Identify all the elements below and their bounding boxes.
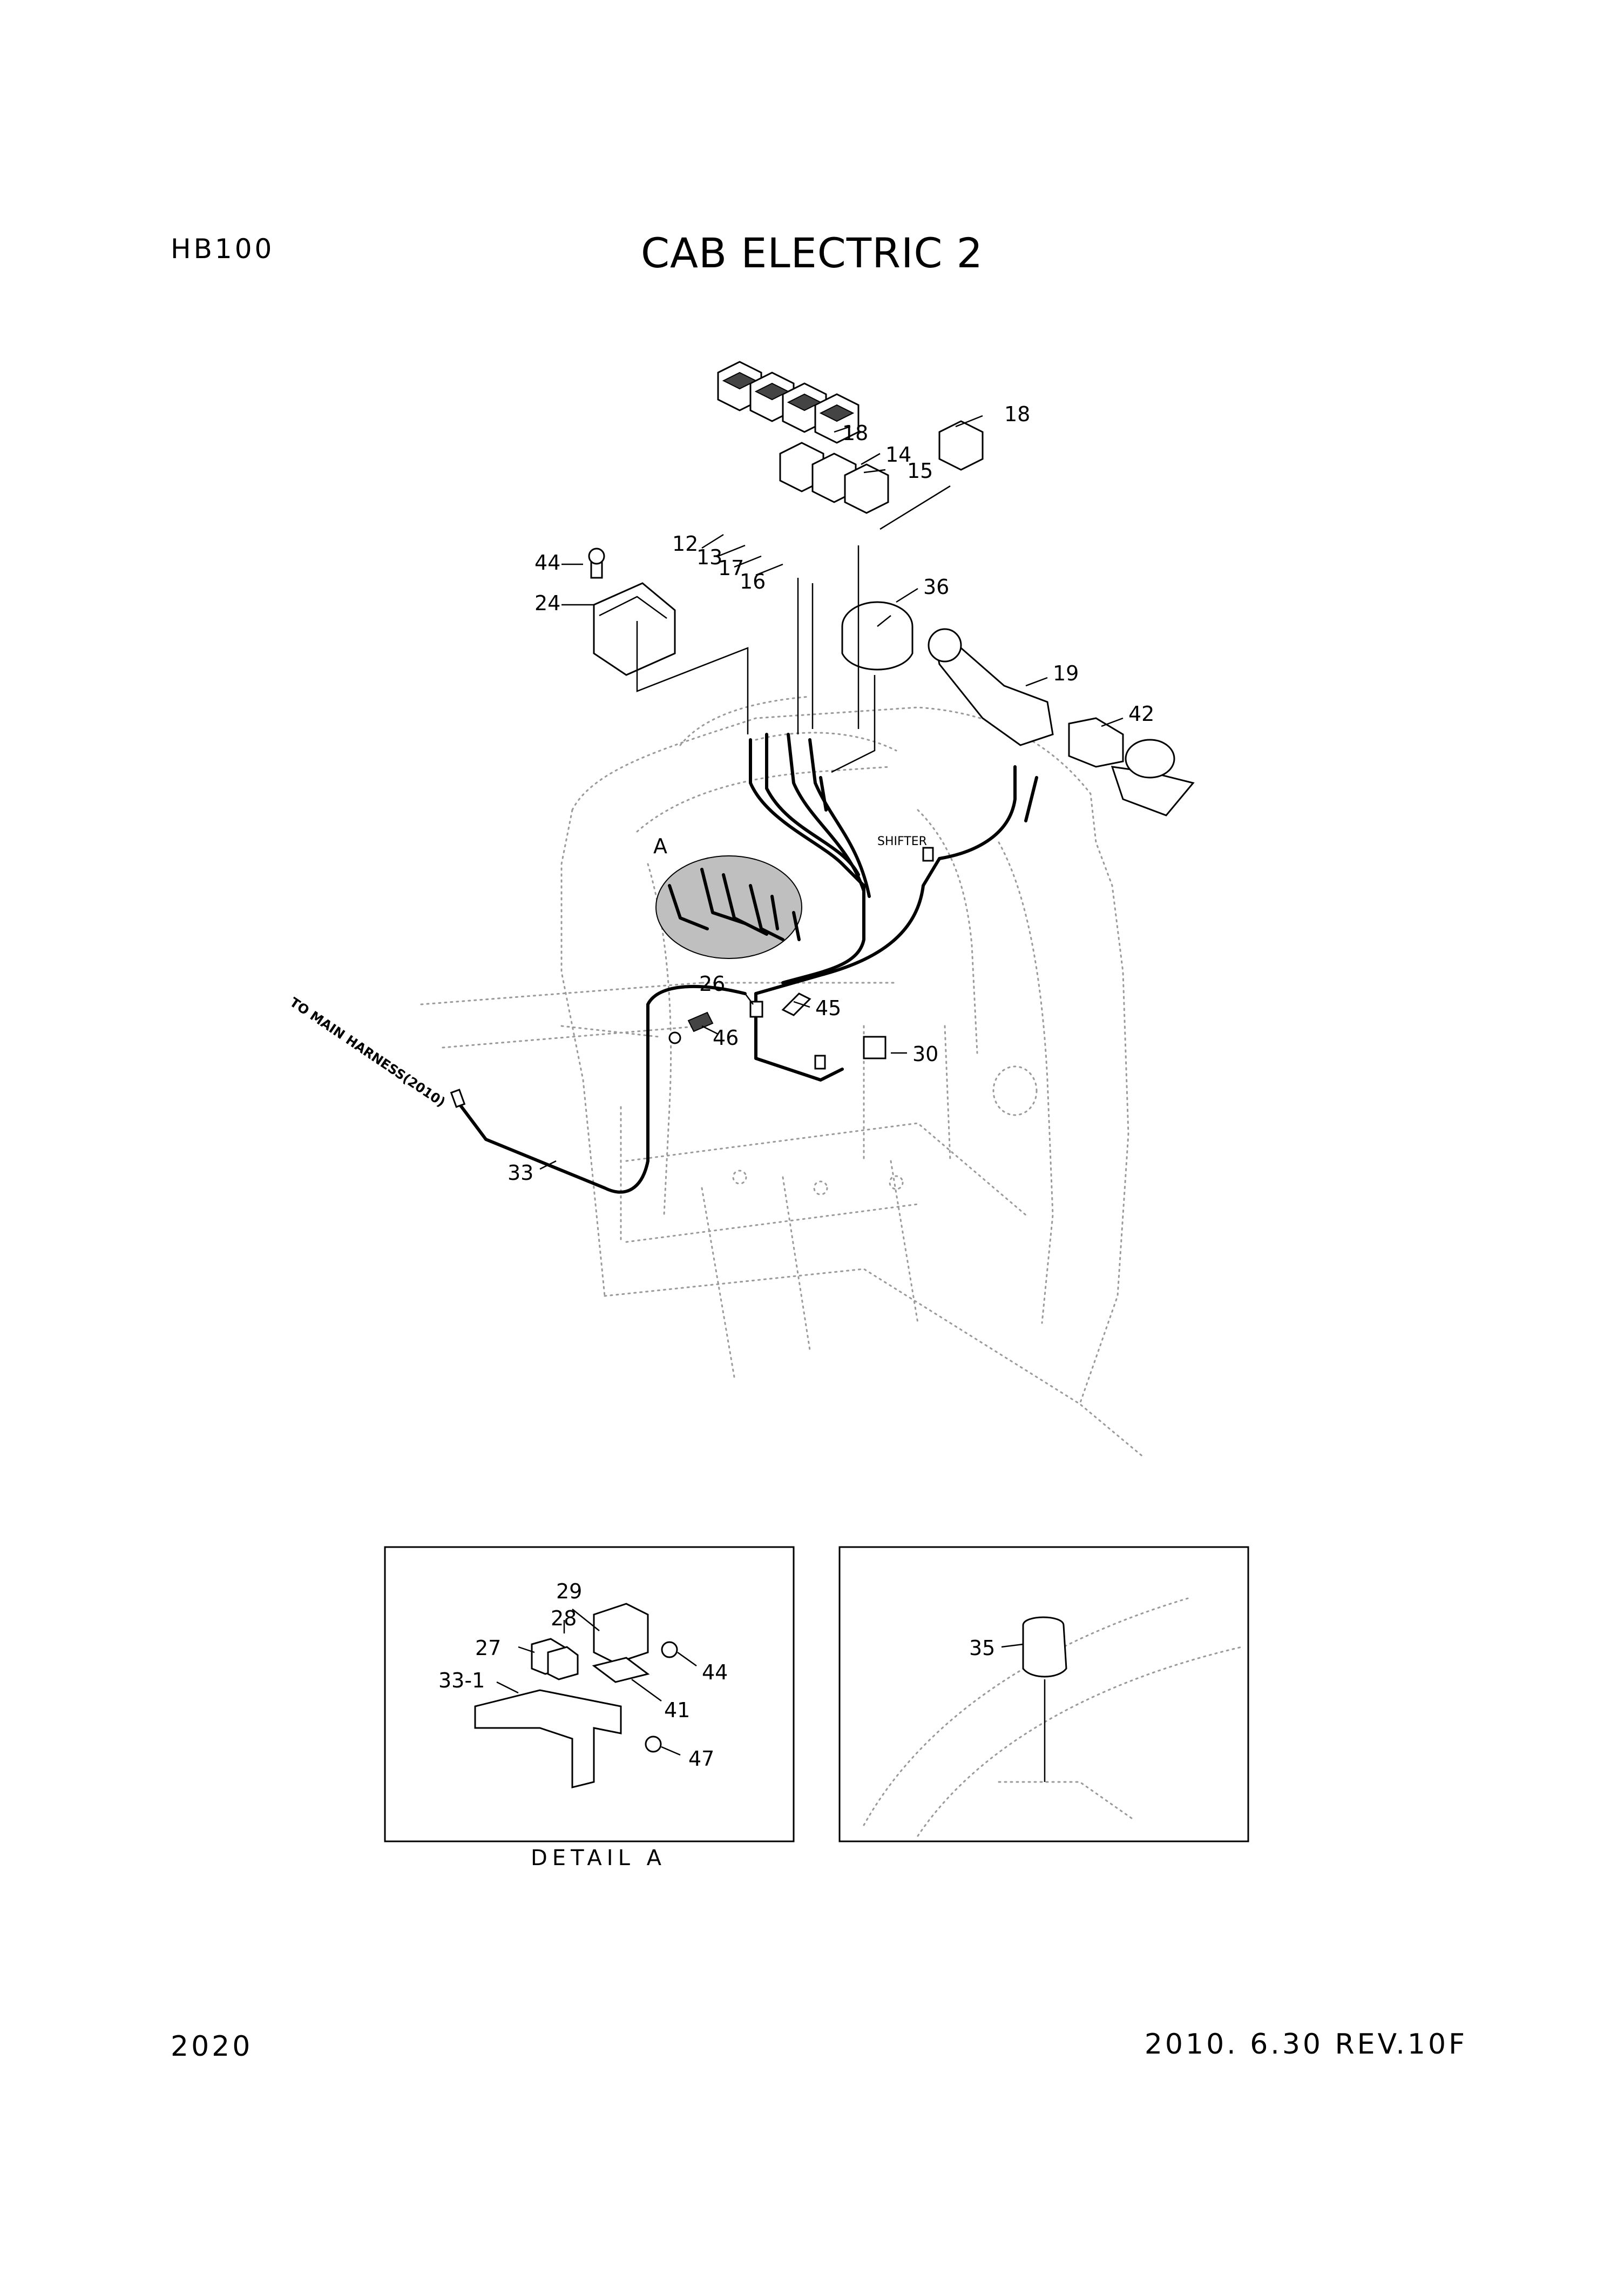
label-46: 46 [713,1026,739,1050]
connectors [450,847,934,1108]
detail-label-33-1: 33-1 [438,1669,485,1692]
beacon-lamp [863,1597,1243,1837]
leader-lines [539,415,1124,1170]
cab-frame-outline [420,696,1146,1459]
detail-label-44: 44 [702,1660,728,1684]
relay-bracket-assembly [474,1603,697,1788]
label-12: 12 [672,532,698,556]
detail-label-27: 27 [475,1636,501,1660]
revision-date: 2010. 6.30 REV.10F [1144,2028,1467,2061]
label-17: 17 [718,556,744,580]
rocker-switch-group [717,361,984,514]
label-26: 26 [699,972,725,996]
model-code: HB100 [171,233,275,265]
page-title: CAB ELECTRIC 2 [640,229,984,277]
shifter-label: SHIFTER [877,835,927,848]
page-number: 2020 [171,2030,253,2063]
label-44: 44 [534,551,560,575]
label-33: 33 [508,1161,533,1185]
gauge [841,601,914,671]
label-14: 14 [885,443,911,467]
label-18a: 18 [842,421,868,445]
label-19: 19 [1053,661,1079,685]
part-labels: 18 18 14 15 12 13 17 16 44 24 36 19 42 A… [287,402,1155,1771]
label-24: 24 [534,591,560,615]
switch-box [588,548,676,676]
detail-label-29: 29 [556,1579,582,1603]
label-13: 13 [696,545,722,569]
detail-a-caption: DETAIL A [531,1846,666,1871]
label-30: 30 [912,1042,938,1066]
label-15: 15 [907,459,933,483]
detail-b-frame [838,1546,1249,1842]
label-a: A [653,834,667,858]
detail-label-41: 41 [664,1698,690,1722]
column-switch [928,628,1195,816]
label-45: 45 [815,996,841,1020]
label-18b: 18 [1004,402,1030,426]
label-42: 42 [1128,702,1154,726]
label-16: 16 [740,570,766,593]
detail-a-frame [384,1546,795,1842]
label-36: 36 [923,575,949,599]
detail-label-28: 28 [551,1606,577,1630]
detail-a-callout [655,855,802,959]
detail-label-35: 35 [969,1636,995,1660]
wire-harness [452,733,1038,1194]
main-harness-note: TO MAIN HARNESS(2010) [287,995,448,1110]
detail-label-47: 47 [688,1747,714,1771]
